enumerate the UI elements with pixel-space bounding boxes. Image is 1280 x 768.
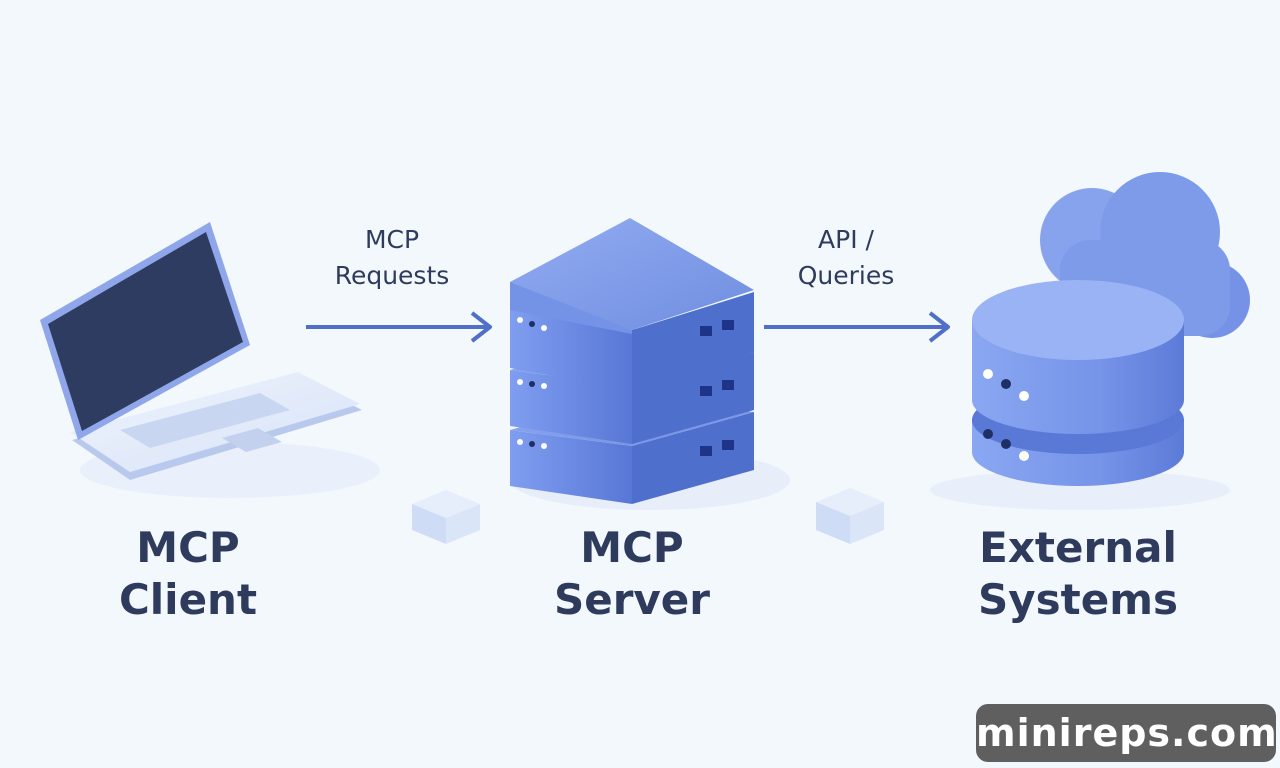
- server-stack-icon: [510, 218, 790, 510]
- client-label-line2: Client: [118, 575, 258, 624]
- external-label-line2: Systems: [978, 575, 1178, 624]
- server-node-label: MCP Server: [532, 522, 732, 626]
- external-node-label: External Systems: [958, 522, 1198, 626]
- queries-arrow: [764, 311, 950, 343]
- server-label-line1: MCP: [580, 523, 684, 572]
- cube-decoration-left: [412, 490, 480, 544]
- requests-label-line2: Requests: [334, 261, 450, 290]
- queries-label-line2: Queries: [797, 261, 895, 290]
- queries-label-line1: API /: [818, 225, 874, 254]
- laptop-icon: [40, 222, 380, 498]
- requests-arrow: [306, 311, 492, 343]
- watermark-badge: minireps.com: [976, 704, 1277, 762]
- client-node-label: MCP Client: [88, 522, 288, 626]
- requests-label-line1: MCP: [364, 225, 420, 254]
- cube-decoration-right: [816, 488, 884, 544]
- queries-edge-label: API / Queries: [766, 222, 926, 294]
- requests-edge-label: MCP Requests: [312, 222, 472, 294]
- external-label-line1: External: [979, 523, 1177, 572]
- client-label-line1: MCP: [136, 523, 240, 572]
- database-icon: [930, 280, 1230, 510]
- server-label-line2: Server: [553, 575, 711, 624]
